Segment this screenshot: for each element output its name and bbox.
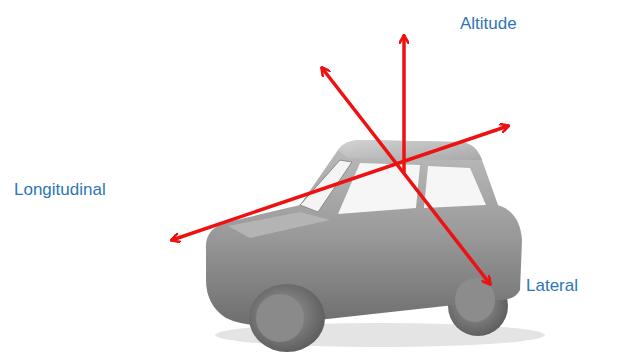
longitudinal-arrow: [172, 126, 508, 240]
side-window: [424, 166, 486, 208]
axis-label: Altitude: [460, 14, 517, 34]
lateral-arrow: [322, 68, 490, 284]
axis-label: Lateral: [526, 276, 578, 296]
altitude-arrow: [402, 36, 406, 172]
front-wheel: [249, 284, 325, 352]
car-body: [206, 140, 522, 325]
wheel-hub: [256, 294, 304, 342]
axis-label: Longitudinal: [14, 180, 106, 200]
